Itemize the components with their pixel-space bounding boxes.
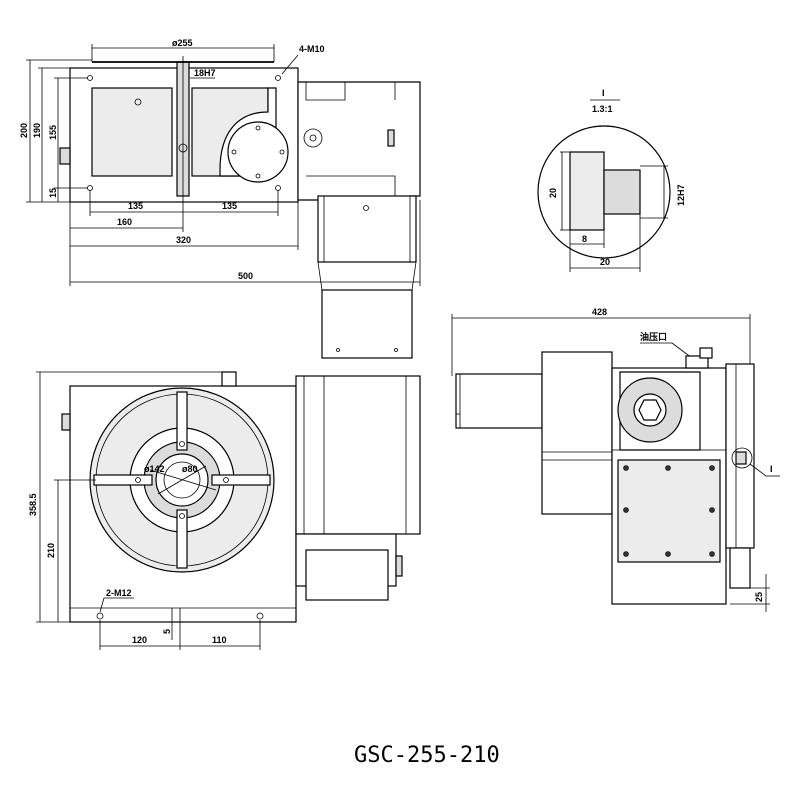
dim-135a: 135: [128, 201, 143, 211]
detail-callout-circle: [731, 447, 753, 469]
dim-25: 25: [754, 592, 764, 602]
front-housing: [295, 375, 421, 535]
detail-dim-12h7: 12H7: [676, 184, 686, 206]
top-bearing: [227, 121, 289, 183]
detail-scale: 1.3:1: [592, 104, 613, 114]
dim-320: 320: [176, 235, 191, 245]
dim-190: 190: [32, 123, 42, 138]
detail-dim-8: 8: [582, 234, 587, 244]
dim-d255: ø255: [172, 38, 193, 48]
top-motor-body: [317, 195, 417, 263]
dim-5: 5: [162, 629, 172, 634]
dim-4-m10: 4-M10: [299, 44, 325, 54]
dim-120: 120: [132, 635, 147, 645]
dim-110: 110: [212, 635, 227, 645]
front-view: ø142 ø80 2-M12 358.5 210 120 110 5: [28, 371, 421, 650]
detail-label: I: [602, 88, 605, 98]
top-slot-left: [91, 87, 173, 177]
dim-d142: ø142: [144, 464, 165, 474]
dim-15: 15: [48, 188, 58, 198]
side-middle-housing: [541, 351, 613, 515]
top-view: ø255 4-M10 18H7 200 190 155 15 135 135 1…: [19, 38, 421, 359]
dim-160: 160: [117, 217, 132, 227]
dim-d80: ø80: [182, 464, 198, 474]
dim-135b: 135: [222, 201, 237, 211]
label-oil-port: 油压口: [640, 331, 667, 342]
dim-2-m12: 2-M12: [106, 588, 132, 598]
dim-200: 200: [19, 123, 29, 138]
detail-dim-20v: 20: [548, 188, 558, 198]
detail-dim-20h: 20: [600, 257, 610, 267]
dim-210: 210: [46, 543, 56, 558]
dim-18h7: 18H7: [194, 68, 216, 78]
top-hole: [303, 128, 323, 148]
top-motor-end: [321, 289, 413, 359]
drawing-title: GSC-255-210: [354, 743, 500, 768]
dim-155: 155: [48, 125, 58, 140]
side-view: 428 油压口: [451, 307, 780, 612]
dim-428: 428: [592, 307, 607, 317]
side-motor: [455, 373, 543, 429]
detail-circle: [537, 125, 671, 259]
detail-view: I 1.3:1 20 8 20 12H7: [537, 88, 686, 272]
side-plate: [617, 459, 721, 563]
callout-label: I: [770, 464, 773, 474]
dim-500: 500: [238, 271, 253, 281]
dim-358-5: 358.5: [28, 493, 38, 516]
